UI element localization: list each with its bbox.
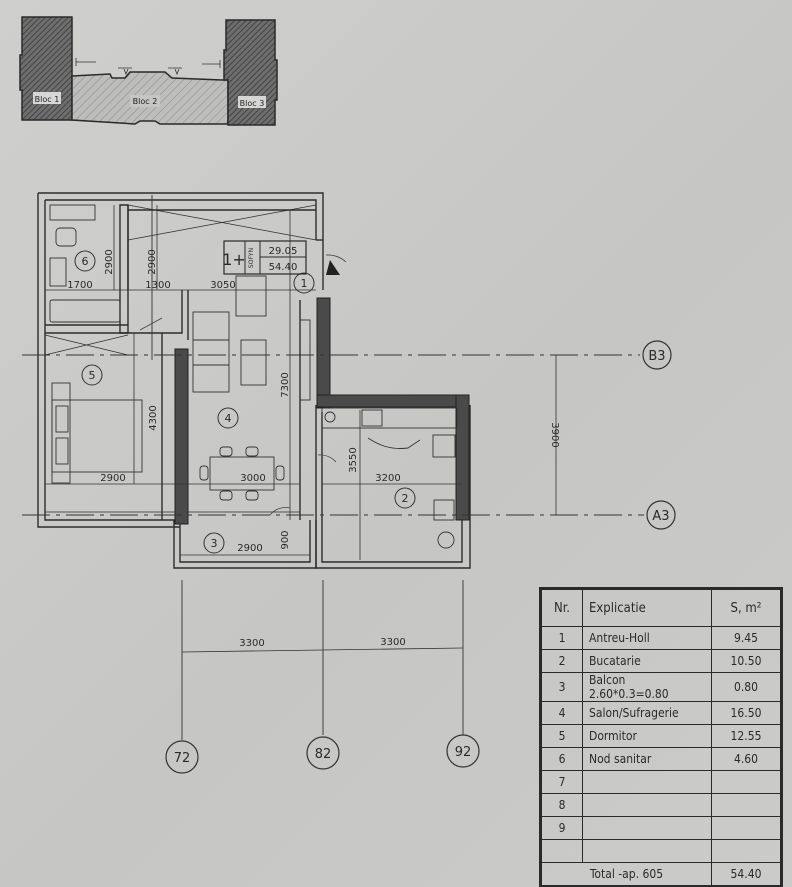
- svg-text:A3: A3: [652, 509, 669, 524]
- svg-text:B3: B3: [648, 349, 665, 364]
- table-row: [541, 839, 781, 863]
- dim-kitchen-height: 3550: [348, 447, 359, 472]
- apartment-badge: 1+ SOFYN 29.05 54.40: [222, 240, 307, 275]
- dim-living-top: 3050: [210, 280, 235, 291]
- bloc-1-shape: Bloc 1: [19, 16, 73, 121]
- hall-wall: [128, 290, 189, 340]
- table-row: 8: [541, 793, 781, 817]
- entrance-arrow-icon: [326, 260, 340, 275]
- svg-text:72: 72: [174, 751, 191, 766]
- dim-bath-height: 2900: [104, 249, 115, 274]
- dim-hall-height: 2900: [147, 249, 158, 274]
- bed: [51, 382, 143, 484]
- room-marker-5: 5: [81, 364, 103, 386]
- axis-lines: [22, 354, 644, 516]
- doors: [139, 254, 347, 516]
- svg-text:5: 5: [89, 369, 96, 382]
- room-marker-1: 1: [293, 272, 315, 294]
- table-total-row: Total -ap. 605 54.40: [541, 862, 781, 886]
- dim-axis-b-a: 3900: [549, 422, 560, 447]
- key-plan: Bloc 1 Bloc 2 Bloc 3: [19, 16, 278, 126]
- dim-bedroom-width: 2900: [100, 473, 125, 484]
- dim-living-height: 7300: [280, 372, 291, 397]
- badge-rooms: 1+: [222, 250, 246, 269]
- dim-balcony-width: 2900: [237, 543, 262, 554]
- bloc-1-label: Bloc 1: [35, 95, 60, 104]
- bathroom-fixtures: [49, 204, 121, 323]
- badge-living-area: 29.05: [269, 246, 298, 257]
- badge-total-area: 54.40: [269, 262, 298, 273]
- table-row: 7: [541, 770, 781, 794]
- dim-bedroom-height: 4300: [148, 405, 159, 430]
- svg-text:2: 2: [402, 492, 409, 505]
- kitchen-fixtures: [321, 407, 458, 549]
- dim-balcony-height: 900: [280, 530, 291, 549]
- dim-hall-width: 1300: [145, 280, 170, 291]
- room-marker-2: 2: [394, 487, 416, 509]
- axis-bubble-9: 92: [446, 734, 480, 768]
- bloc-3-shape: Bloc 3: [223, 19, 278, 126]
- svg-text:6: 6: [82, 255, 89, 268]
- concrete-wall-bedroom: [174, 348, 189, 525]
- badge-code: SOFYN: [248, 248, 255, 268]
- header-explicatie: Explicatie: [582, 589, 712, 627]
- total-value: 54.40: [711, 862, 781, 886]
- dim-bath-width: 1700: [67, 280, 92, 291]
- room-marker-6: 6: [74, 250, 96, 272]
- table-header-row: Nr. Explicatie S, m²: [541, 589, 781, 627]
- outer-wall: [37, 192, 324, 528]
- svg-text:1: 1: [301, 277, 308, 290]
- bloc-2-label: Bloc 2: [133, 97, 158, 106]
- svg-text:92: 92: [455, 745, 472, 760]
- bloc-2-shape: Bloc 2: [71, 71, 229, 125]
- dimension-lines: [45, 205, 557, 653]
- dim-living-width: 3000: [240, 473, 265, 484]
- bath-bedroom-wall: [45, 324, 128, 334]
- dim-axis-8-9: 3300: [380, 637, 405, 648]
- concrete-wall-kitchen-right: [455, 394, 470, 521]
- svg-text:82: 82: [315, 747, 332, 762]
- room-marker-4: 4: [217, 407, 239, 429]
- svg-text:4: 4: [225, 412, 232, 425]
- bloc-3-label: Bloc 3: [240, 99, 265, 108]
- header-area: S, m²: [711, 589, 781, 627]
- header-nr: Nr.: [541, 589, 583, 627]
- dim-axis-7-8: 3300: [239, 638, 264, 649]
- bath-wall: [119, 204, 129, 334]
- living-furniture: [192, 275, 311, 501]
- dim-kitchen-width: 3200: [375, 473, 400, 484]
- svg-text:3: 3: [211, 537, 218, 550]
- table-row: 9: [541, 816, 781, 840]
- concrete-wall-hall: [316, 297, 331, 409]
- entrance-markers: [75, 58, 221, 76]
- concrete-wall-kitchen-top: [316, 394, 470, 408]
- axis-bubble-8: 82: [306, 736, 340, 770]
- axis-bubble-b3: B3: [642, 340, 672, 370]
- axis-bubble-7: 72: [165, 740, 199, 774]
- room-marker-3: 3: [203, 532, 225, 554]
- vertical-axis-lines: [151, 195, 464, 740]
- axis-bubble-a3: A3: [646, 500, 676, 530]
- kitchen-outline: [315, 405, 471, 569]
- hall-ceiling-line: [127, 205, 316, 290]
- total-label: Total -ap. 605: [541, 862, 712, 886]
